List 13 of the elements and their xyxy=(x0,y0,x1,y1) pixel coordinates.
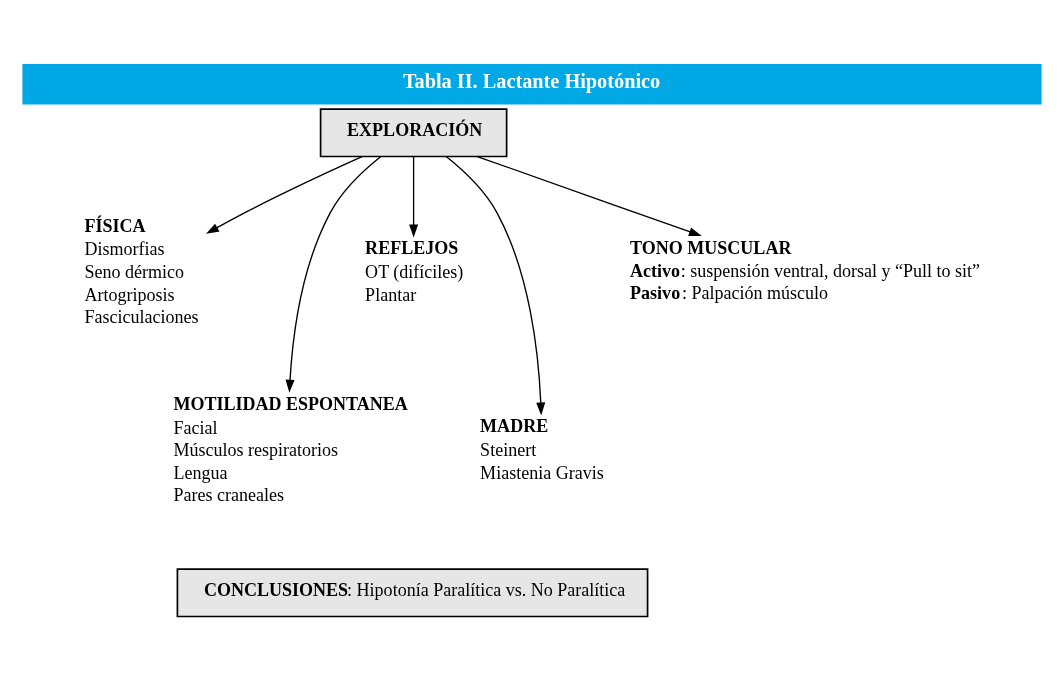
arrow xyxy=(445,155,546,416)
node-text: MOTILIDAD ESPONTANEA Facial Músculos respiratorios Lengua Pares craneales xyxy=(173,393,408,506)
node-text: FÍSICA Dismorfias Seno dérmico Artogriposis Fasciculaciones xyxy=(84,215,199,328)
node-box: EXPLORACIÓN xyxy=(319,108,508,158)
node-text: REFLEJOS OT (difíciles) Plantar xyxy=(365,238,464,305)
arrow xyxy=(409,155,419,238)
node-box: CONCLUSIONES: Hipotonía Paralítica vs. No Paralítica xyxy=(176,568,649,618)
arrow xyxy=(476,155,702,237)
diagram-title: Tabla II. Lactante Hipotónico xyxy=(402,70,661,93)
arrow xyxy=(285,155,382,393)
node-text: TONO MUSCULAR Activo: suspensión ventral, dorsal y “Pull to sit” Pasivo: Palpación músculo xyxy=(630,238,981,304)
arrow xyxy=(206,155,363,234)
node-text: MADRE Steinert Miastenia Gravis xyxy=(480,416,604,483)
